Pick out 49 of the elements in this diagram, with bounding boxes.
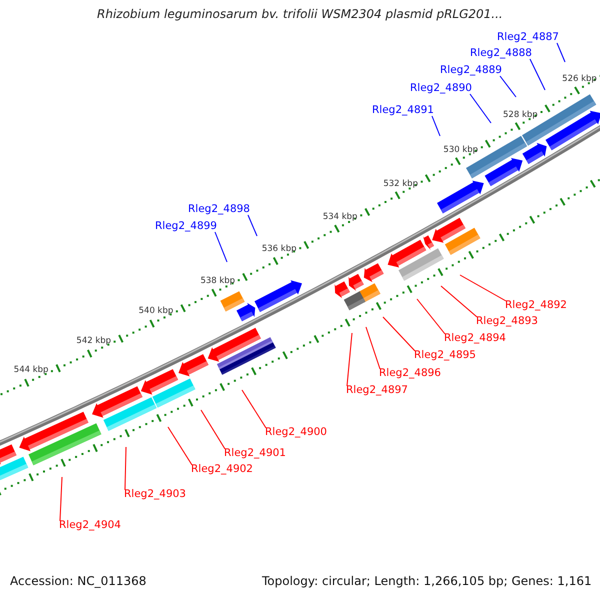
leader-line	[440, 286, 478, 318]
leader-line	[346, 332, 352, 386]
leader-line	[530, 58, 546, 90]
gene-label: Rleg2_4895	[414, 349, 476, 361]
gene-label: Rleg2_4900	[265, 426, 327, 438]
gene-label: Rleg2_4891	[372, 104, 434, 116]
leader-line	[470, 94, 492, 124]
leader-line	[382, 316, 416, 352]
scale-label: 536 kbp	[262, 243, 296, 256]
map-title: Rhizobium leguminosarum bv. trifolii WSM2304 plasmid pRLG201...	[97, 8, 503, 20]
leader-line	[500, 76, 516, 98]
scale-label: 534 kbp	[322, 210, 358, 223]
leader-line	[366, 326, 380, 370]
scale-label: 538 kbp	[200, 274, 236, 287]
gene-label: Rleg2_4903	[124, 488, 186, 500]
gene-label: Rleg2_4896	[379, 367, 441, 379]
leader-line	[248, 214, 258, 236]
gene-label: Rleg2_4889	[440, 64, 502, 76]
leader-line	[556, 42, 566, 62]
gene-label: Rleg2_4899	[155, 220, 217, 232]
gene-label: Rleg2_4892	[505, 299, 567, 311]
gene-label: Rleg2_4894	[444, 332, 506, 344]
accession-label: Accession: NC_011368	[10, 575, 146, 587]
gene-label: Rleg2_4890	[410, 82, 472, 94]
leader-line	[60, 476, 62, 522]
topology-label: Topology: circular; Length: 1,266,105 bp; Genes: 1,161	[262, 575, 592, 587]
leader-line	[168, 426, 192, 466]
gene-label: Rleg2_4904	[59, 519, 121, 531]
scale-label: 532 kbp	[383, 178, 418, 190]
gene-label: Rleg2_4887	[497, 31, 559, 43]
leader-line	[432, 116, 440, 136]
leader-line	[416, 298, 446, 334]
gene-label: Rleg2_4901	[224, 447, 286, 459]
scale-label: 540 kbp	[138, 305, 174, 318]
leader-line	[460, 274, 506, 302]
scale-label: 542 kbp	[76, 335, 112, 348]
leader-line	[242, 390, 266, 428]
gene-label: Rleg2_4893	[476, 315, 538, 327]
gene-label: Rleg2_4898	[188, 203, 250, 215]
leader-line	[214, 232, 228, 262]
scale-label: 544 kbp	[14, 364, 48, 376]
scale-label: 526 kbp	[562, 73, 597, 86]
gene-label: Rleg2_4897	[346, 384, 408, 396]
scale-label: 530 kbp	[443, 144, 478, 156]
scale-label: 528 kbp	[503, 108, 538, 121]
leader-line	[124, 446, 126, 490]
gene-label: Rleg2_4888	[470, 47, 532, 59]
leader-line	[200, 410, 226, 450]
gene-label: Rleg2_4902	[191, 463, 253, 475]
